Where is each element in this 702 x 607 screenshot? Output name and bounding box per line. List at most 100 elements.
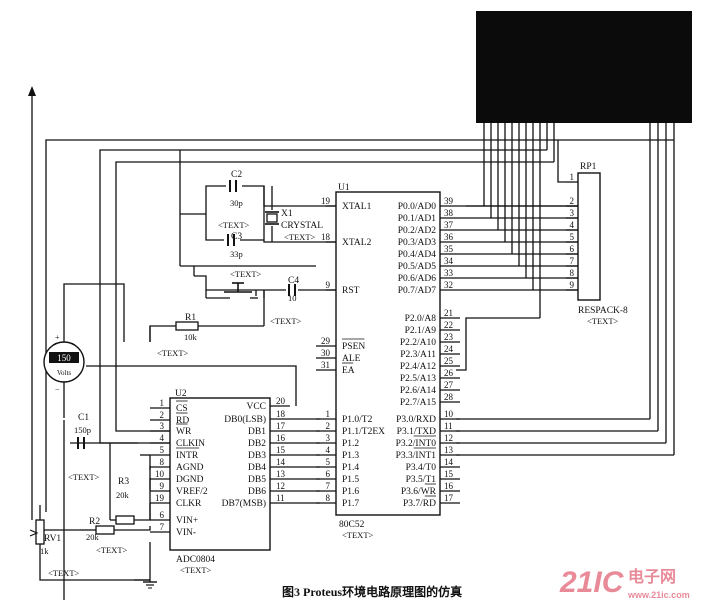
u1-pin-number: 24 xyxy=(444,344,454,354)
watermark-logo: 21IC xyxy=(559,566,625,599)
u1-pin-name: P2.1/A9 xyxy=(405,326,437,336)
u1-pin-name: XTAL1 xyxy=(342,202,372,212)
u2-pin-number: 8 xyxy=(160,457,165,467)
u1-pin-name: EA xyxy=(342,366,355,376)
u1-pin-number: 15 xyxy=(444,469,454,479)
voltmeter-minus: − xyxy=(55,385,60,394)
x1-text: <TEXT> xyxy=(284,232,316,242)
c3-value: 33p xyxy=(230,249,243,259)
u1-pin-number: 12 xyxy=(444,433,453,443)
u1-pin-number: 19 xyxy=(321,196,331,206)
rp1-pin-number: 7 xyxy=(570,256,575,266)
u1-pin-number: 1 xyxy=(326,409,331,419)
r2-text: <TEXT> xyxy=(96,545,128,555)
adc-data-bus xyxy=(290,418,320,504)
rv1-ref: RV1 xyxy=(44,534,61,544)
c2-text: <TEXT> xyxy=(218,220,250,230)
u1-pin-name: P3.4/T0 xyxy=(406,463,437,473)
rp1-pin-number: 3 xyxy=(570,208,575,218)
r2-value: 20k xyxy=(86,532,100,542)
u2-pin-number: 11 xyxy=(276,493,285,503)
watermark-cn: 电子网 xyxy=(628,567,676,586)
figure-caption: 图3 Proteus环境电路原理图的仿真 xyxy=(282,584,462,599)
rp1-pin-number: 4 xyxy=(570,220,575,230)
u2-pin-name: CLKIN xyxy=(176,439,205,449)
rp1-ref: RP1 xyxy=(580,162,597,172)
u2-left-pins: 1CS2RD3WR4CLKIN5INTR8AGND10DGND9VREF/219… xyxy=(150,398,208,538)
u1-pin-number: 9 xyxy=(326,280,331,290)
u1-pin-name: ALE xyxy=(342,354,361,364)
u1-pin-number: 27 xyxy=(444,380,454,390)
u1-pin-number: 31 xyxy=(321,360,330,370)
u1-pin-number: 13 xyxy=(444,445,454,455)
x1-ref: X1 xyxy=(281,209,293,219)
u2-pin-number: 2 xyxy=(160,410,165,420)
u1-pin-number: 5 xyxy=(326,457,331,467)
u1-pin-number: 22 xyxy=(444,320,453,330)
rp1-pin-number: 5 xyxy=(570,232,575,242)
u1-right-pins: 39P0.0/AD038P0.1/AD137P0.2/AD236P0.3/AD3… xyxy=(396,196,578,509)
u1-pin-name: P0.4/AD4 xyxy=(398,250,437,260)
u1-pin-name: P2.3/A11 xyxy=(400,350,436,360)
u2-pin-number: 14 xyxy=(276,457,286,467)
r1-ref: R1 xyxy=(185,313,196,323)
u1-pin-name: P3.3/INT1 xyxy=(396,451,437,461)
u1-pin-number: 25 xyxy=(444,356,454,366)
u2-pin-number: 12 xyxy=(276,481,285,491)
r3-ref: R3 xyxy=(118,477,129,487)
x1-part: CRYSTAL xyxy=(281,221,323,231)
u1-pin-name: P0.2/AD2 xyxy=(398,226,437,236)
u2-pin-name: DB6 xyxy=(248,487,266,497)
u2-pin-name: INTR xyxy=(176,451,199,461)
p3-wires xyxy=(456,418,674,456)
u1-pin-name: P0.7/AD7 xyxy=(398,286,437,296)
u2-adc0804: U2 ADC0804 <TEXT> 1CS2RD3WR4CLKIN5INTR8A… xyxy=(150,389,290,575)
u1-pin-number: 39 xyxy=(444,196,454,206)
u1-pin-name: XTAL2 xyxy=(342,238,372,248)
reset-circuit: <TEXT> C4 10 <TEXT> R1 10k <TEXT> xyxy=(149,266,336,358)
u1-pin-number: 23 xyxy=(444,332,454,342)
switch-text: <TEXT> xyxy=(230,269,262,279)
u2-pin-number: 19 xyxy=(155,493,165,503)
u2-text: <TEXT> xyxy=(180,565,212,575)
u1-pin-number: 7 xyxy=(326,481,331,491)
u1-pin-name: P3.7/RD xyxy=(403,499,436,509)
u2-pin-number: 9 xyxy=(160,481,165,491)
rp1-pin-number: 9 xyxy=(570,280,575,290)
u2-pin-number: 1 xyxy=(160,398,165,408)
rp1-text: <TEXT> xyxy=(587,316,619,326)
u1-pin-number: 32 xyxy=(444,280,453,290)
u1-pin-name: P2.6/A14 xyxy=(400,386,436,396)
u2-pin-number: 6 xyxy=(160,510,165,520)
voltmeter-unit: Volts xyxy=(57,369,72,377)
u2-pin-name: DB4 xyxy=(248,463,266,473)
c4-ref: C4 xyxy=(288,276,299,286)
u1-pin-number: 18 xyxy=(321,232,331,242)
u2-pin-name: WR xyxy=(176,427,192,437)
u1-pin-name: P1.3 xyxy=(342,451,359,461)
u2-pin-number: 10 xyxy=(155,469,165,479)
c2-value: 30p xyxy=(230,198,243,208)
u2-pin-number: 4 xyxy=(160,433,165,443)
vcc-terminal xyxy=(28,86,36,520)
u1-pin-name: P2.4/A12 xyxy=(400,362,436,372)
u2-ref: U2 xyxy=(175,389,187,399)
u2-pin-name: RD xyxy=(176,416,189,426)
u2-pin-name: DB0(LSB) xyxy=(224,414,266,425)
u1-80c52: U1 80C52 <TEXT> 19XTAL118XTAL29RST29PSEN… xyxy=(316,183,578,540)
u2-pin-name: VREF/2 xyxy=(176,487,208,497)
u1-part: 80C52 xyxy=(339,520,365,530)
oscillator: C2 30p <TEXT> C3 33p X1 CRYSTAL <TEXT> xyxy=(179,150,336,267)
u2-pin-number: 18 xyxy=(276,409,286,419)
u2-part: ADC0804 xyxy=(176,555,215,565)
u1-text: <TEXT> xyxy=(342,530,374,540)
r2-ref: R2 xyxy=(89,517,100,527)
analog-front-end: C1 150p <TEXT> R3 20k R2 20k <TEXT> RV1 … xyxy=(29,413,157,600)
c1-ref: C1 xyxy=(78,413,89,423)
c1-value: 150p xyxy=(74,425,91,435)
u1-pin-name: P3.0/RXD xyxy=(396,415,436,425)
u2-pin-number: 7 xyxy=(160,522,165,532)
